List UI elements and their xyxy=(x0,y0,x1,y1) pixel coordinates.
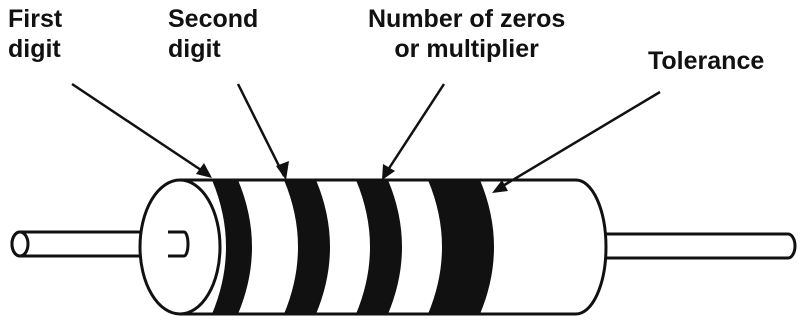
band-tolerance xyxy=(428,180,494,314)
arrow-second-digit xyxy=(236,83,289,180)
arrow-first-digit xyxy=(71,82,212,178)
label-first-digit-line2: digit xyxy=(8,35,61,63)
band-first-digit xyxy=(212,180,252,314)
label-second-digit-line2: digit xyxy=(168,35,221,63)
label-first-digit-line1: First xyxy=(8,5,63,33)
band-multiplier xyxy=(356,180,402,314)
right-lead-wire xyxy=(600,232,797,260)
label-second-digit: Second digit xyxy=(168,4,258,64)
label-tolerance-line1: Tolerance xyxy=(648,47,765,75)
label-multiplier-line2: or multiplier xyxy=(394,35,539,63)
arrow-multiplier xyxy=(382,83,446,180)
label-multiplier: Number of zeros or multiplier xyxy=(368,4,565,64)
arrow-tolerance xyxy=(492,90,661,193)
band-second-digit xyxy=(284,180,330,314)
label-multiplier-line1: Number of zeros xyxy=(368,5,566,33)
label-second-digit-line1: Second xyxy=(168,5,259,33)
label-first-digit: First digit xyxy=(8,4,62,64)
label-tolerance: Tolerance xyxy=(648,46,764,76)
